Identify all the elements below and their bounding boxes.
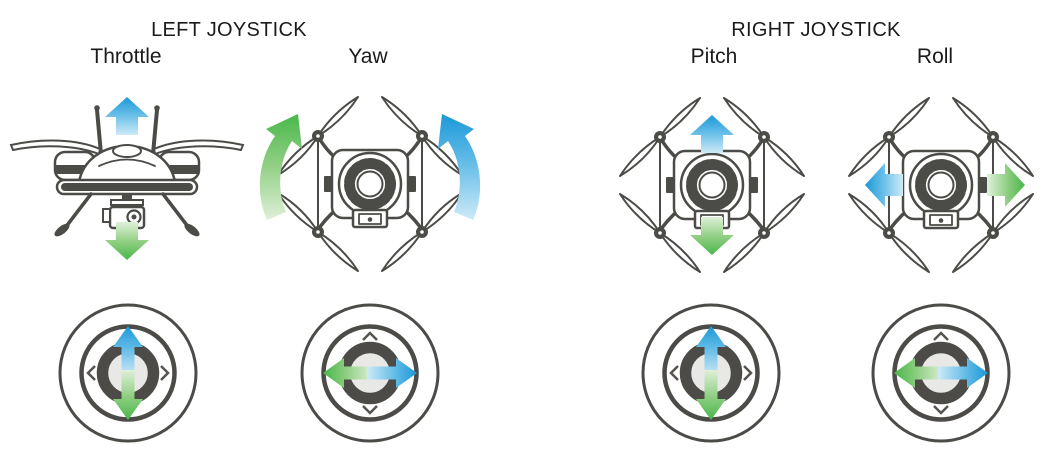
chevron-up-icon: [362, 331, 378, 341]
drone-top-icon: [278, 97, 462, 271]
yaw-joystick-icon: [300, 303, 440, 443]
chevron-down-icon: [933, 405, 949, 415]
yaw-drone-illustration: [259, 88, 481, 278]
chevron-right-icon: [743, 365, 753, 381]
yaw-rotate-left-arrow-icon: [259, 114, 302, 220]
chevron-left-icon: [86, 365, 96, 381]
pitch-forward-arrow-icon: [690, 115, 734, 153]
roll-left-arrow-icon: [865, 163, 903, 207]
yaw-rotate-right-arrow-icon: [438, 114, 481, 220]
pitch-label: Pitch: [690, 45, 738, 68]
chevron-up-icon: [933, 331, 949, 341]
yaw-label: Yaw: [348, 45, 388, 68]
right-joystick-heading: RIGHT JOYSTICK: [731, 19, 901, 41]
chevron-right-icon: [160, 365, 170, 381]
throttle-label: Throttle: [90, 45, 162, 68]
pitch-joystick-icon: [641, 303, 781, 443]
throttle-drone-illustration: [9, 97, 245, 260]
pitch-drone-illustration: [603, 88, 828, 278]
roll-joystick-icon: [871, 303, 1011, 443]
throttle-up-arrow-icon: [105, 97, 149, 135]
left-joystick-heading: LEFT JOYSTICK: [151, 19, 307, 41]
roll-label: Roll: [916, 45, 954, 68]
chevron-down-icon: [362, 405, 378, 415]
chevron-left-icon: [669, 365, 679, 381]
throttle-joystick-icon: [58, 303, 198, 443]
roll-drone-illustration: [843, 93, 1043, 283]
